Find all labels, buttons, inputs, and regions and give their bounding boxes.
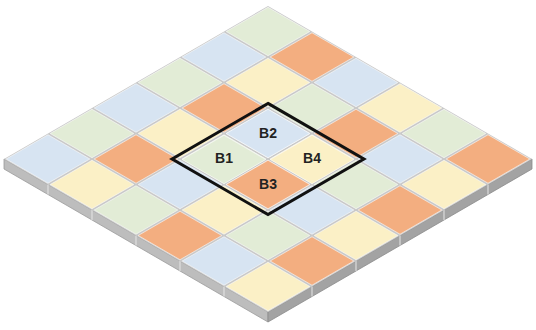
face-seam	[180, 261, 181, 271]
face-seam	[400, 236, 401, 246]
block-outline	[172, 103, 364, 214]
grid-tile-box: B3	[224, 159, 312, 210]
tile-label: B1	[215, 151, 233, 166]
tile-label: B4	[303, 151, 321, 166]
face-seam	[92, 210, 93, 220]
face-seam	[224, 287, 225, 297]
tile-label: B2	[259, 126, 277, 141]
tile-fill	[226, 160, 310, 208]
face-seam	[356, 261, 357, 271]
face-seam	[136, 236, 137, 246]
tile	[226, 262, 310, 310]
tile-label: B3	[259, 177, 277, 192]
board-top	[4, 6, 532, 312]
face-seam	[312, 287, 313, 297]
face-seam	[488, 185, 489, 195]
face-seam	[48, 185, 49, 195]
face-seam	[444, 210, 445, 220]
